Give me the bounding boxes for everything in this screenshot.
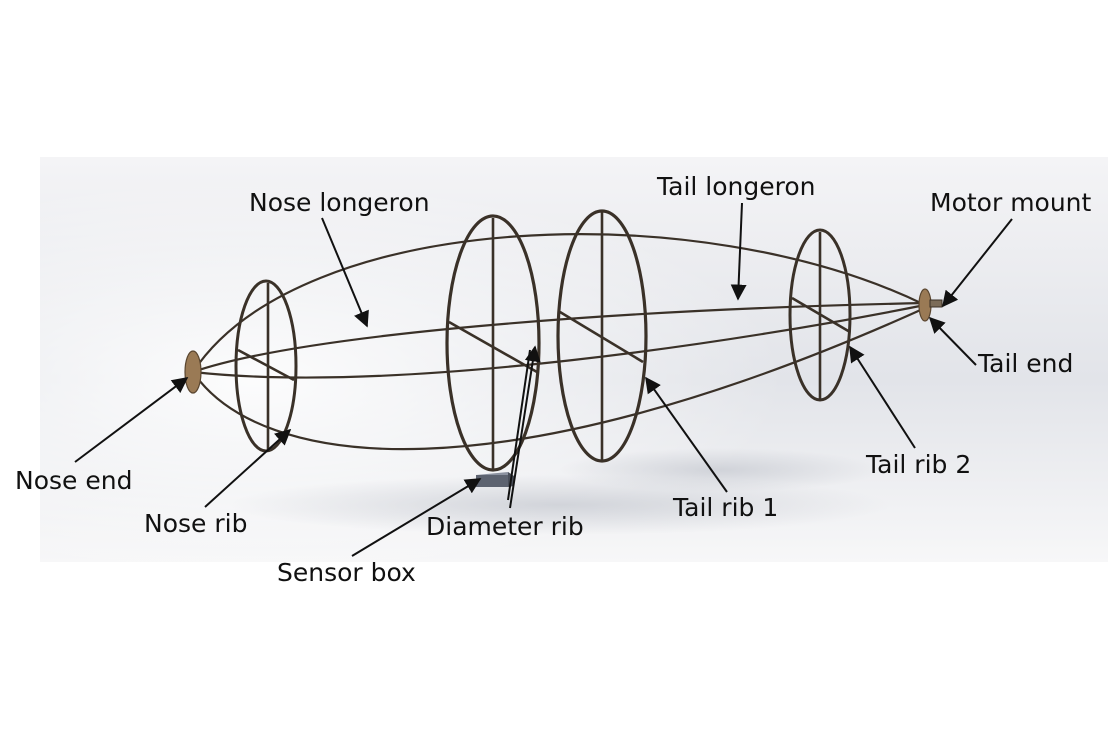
top-longeron <box>192 233 926 373</box>
label-tail-rib-1: Tail rib 1 <box>672 493 778 522</box>
diameter-rib-spoke <box>448 320 538 374</box>
motor-mount-part <box>929 299 943 308</box>
arrow-tail-rib-1 <box>645 376 728 493</box>
arrow-nose-end <box>74 377 189 463</box>
label-sensor-box: Sensor box <box>277 558 416 587</box>
arrow-diameter-rib-lower <box>507 349 531 501</box>
label-nose-end: Nose end <box>15 466 132 495</box>
label-diameter-rib: Diameter rib <box>426 512 584 541</box>
arrow-sensor-box <box>351 478 482 557</box>
label-tail-rib-2: Tail rib 2 <box>865 450 971 479</box>
annotation-arrows <box>74 202 1013 557</box>
label-tail-end: Tail end <box>977 349 1073 378</box>
arrow-tail-end <box>928 316 977 366</box>
arrow-nose-rib <box>204 428 292 508</box>
nose-end-cap <box>184 350 202 394</box>
tail-rib-2-spoke <box>791 296 851 334</box>
tail-end-cap <box>918 288 932 322</box>
arrow-diameter-rib <box>509 345 541 509</box>
bottom-longeron <box>192 306 926 451</box>
airship-frame <box>192 209 926 472</box>
label-motor-mount: Motor mount <box>930 188 1092 217</box>
tail-rib-1-spoke <box>559 310 644 364</box>
label-nose-rib: Nose rib <box>144 509 247 538</box>
label-tail-longeron: Tail longeron <box>656 172 816 201</box>
floor-shadow <box>560 448 880 492</box>
arrow-tail-rib-2 <box>849 345 916 449</box>
nose-rib-spoke <box>237 348 295 382</box>
arrow-motor-mount <box>942 218 1013 308</box>
tail-rib-1-ring <box>556 209 648 463</box>
arrow-nose-longeron <box>321 217 369 328</box>
label-nose-longeron: Nose longeron <box>249 188 430 217</box>
arrow-tail-longeron <box>730 202 747 301</box>
